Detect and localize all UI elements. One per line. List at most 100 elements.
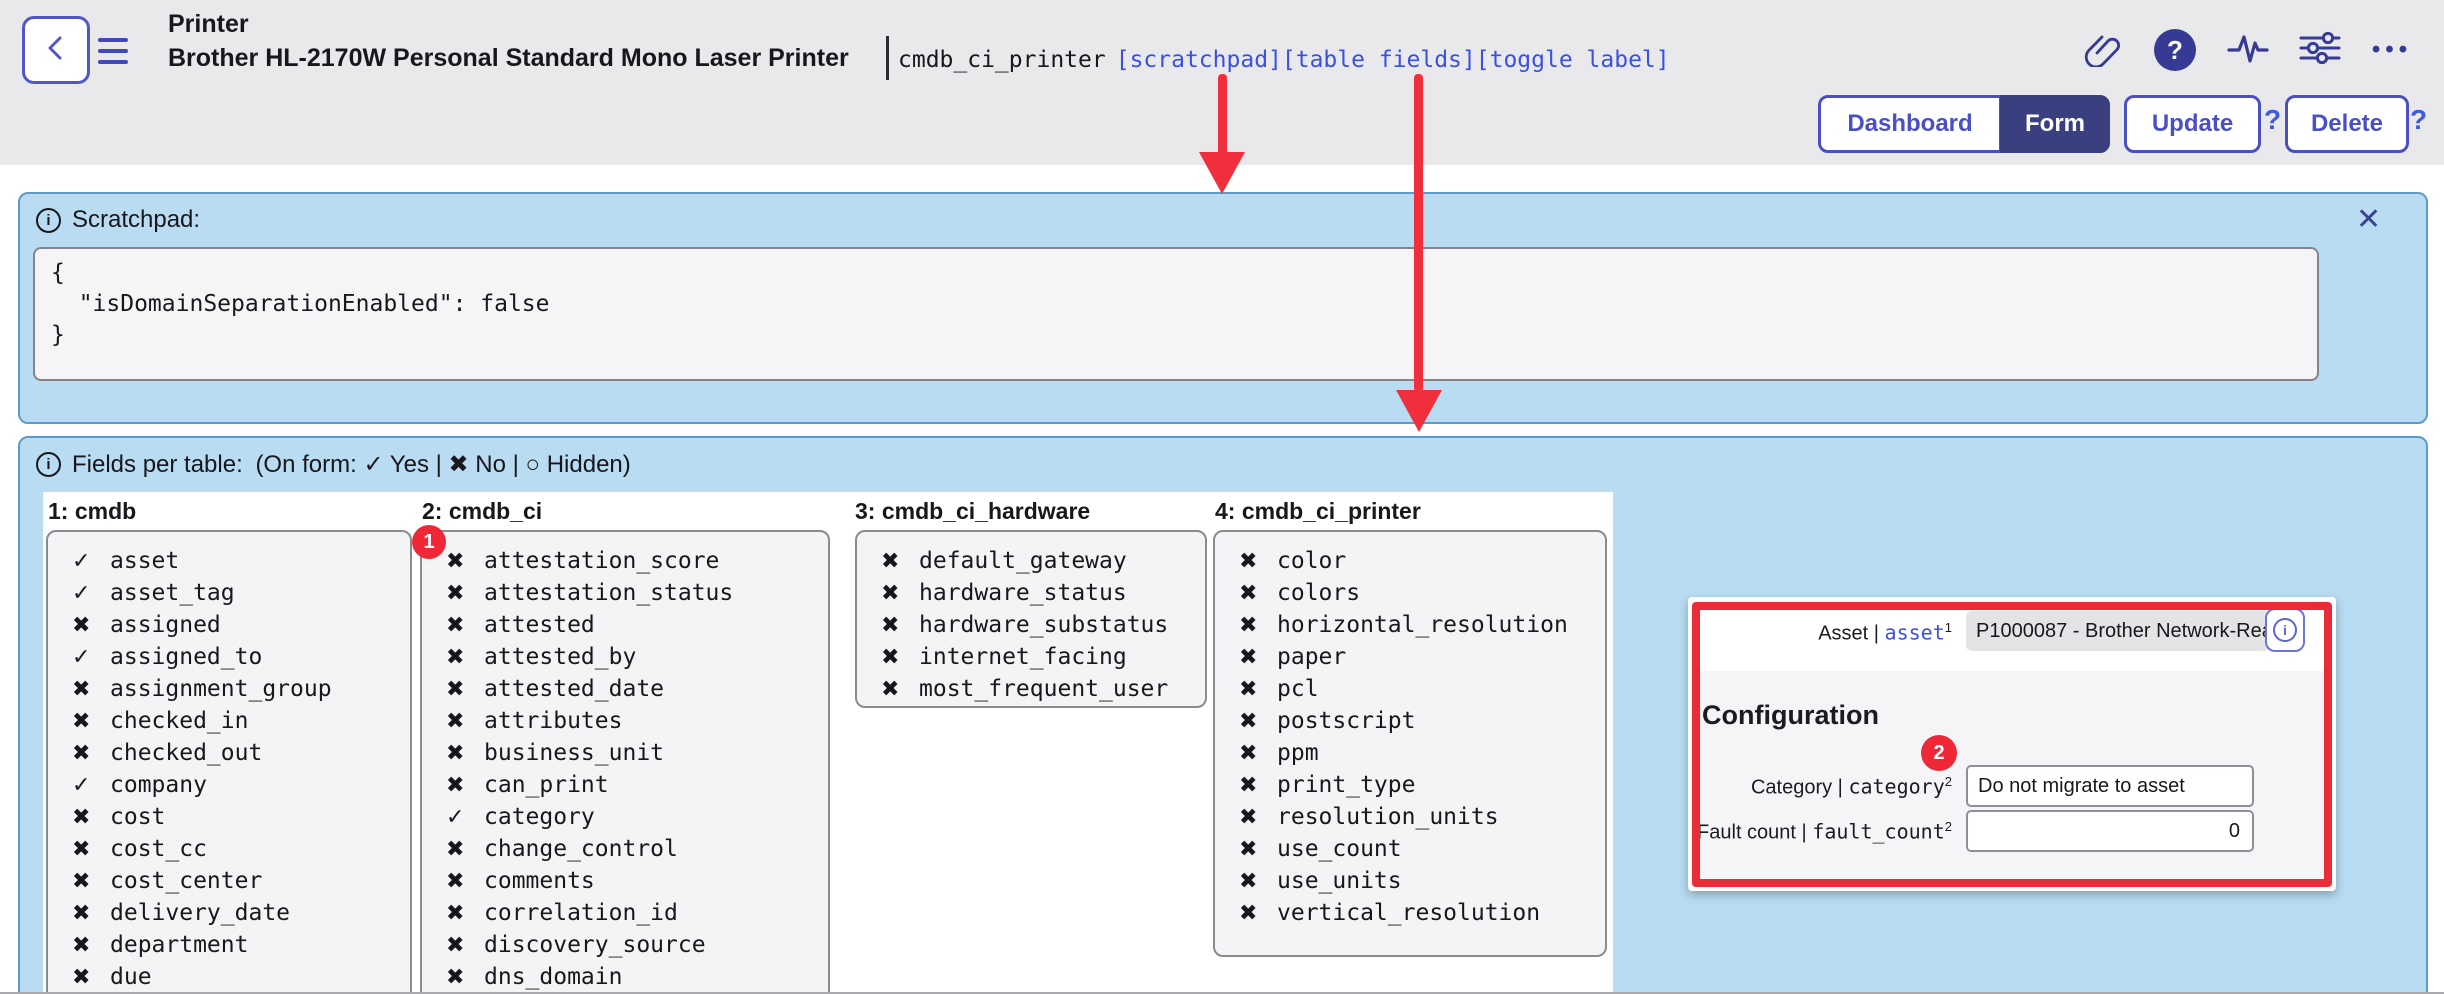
- on-form-no-icon: ✖: [446, 837, 465, 862]
- delete-button[interactable]: Delete: [2285, 95, 2409, 153]
- field-row: ✓ company: [48, 769, 410, 801]
- field-name: asset: [110, 548, 180, 574]
- asset-info-button[interactable]: i: [2265, 608, 2305, 652]
- field-name: use_units: [1277, 868, 1402, 894]
- dashboard-tab-button[interactable]: Dashboard: [1818, 95, 2002, 153]
- field-row: ✖comments: [422, 865, 828, 897]
- on-form-no-icon: ✖: [1239, 901, 1258, 926]
- field-name: attested_date: [484, 676, 665, 702]
- on-form-no-icon: ✖: [446, 741, 465, 766]
- field-row: ✖internet_facing: [857, 641, 1205, 673]
- ellipsis-icon: •••: [2371, 36, 2413, 63]
- on-form-no-icon: ✖: [72, 933, 91, 958]
- field-row: ✖change_control: [422, 833, 828, 865]
- field-name: horizontal_resolution: [1277, 612, 1568, 638]
- field-row: ✖ business_unit: [422, 737, 828, 769]
- field-row: ✖use_units: [1215, 865, 1605, 897]
- fields-panel-title: Fields per table:: [72, 451, 243, 478]
- update-help-link[interactable]: ?: [2264, 104, 2282, 135]
- more-button[interactable]: •••: [2370, 28, 2414, 72]
- scratchpad-code-box[interactable]: { "isDomainSeparationEnabled": false }: [33, 247, 2319, 381]
- field-row: ✖assigned: [48, 609, 410, 641]
- on-form-no-icon: ✖: [72, 741, 91, 766]
- on-form-no-icon: ✖: [446, 581, 465, 606]
- info-icon: i: [36, 452, 61, 477]
- attachment-button[interactable]: [2081, 28, 2125, 72]
- field-name: comments: [484, 868, 595, 894]
- field-row: ✓category: [422, 801, 828, 833]
- field-row: ✓assigned_to: [48, 641, 410, 673]
- field-name: company: [110, 772, 207, 798]
- field-row: ✖postscript: [1215, 705, 1605, 737]
- field-name: asset_tag: [110, 580, 235, 606]
- table-name-row: cmdb_ci_printer [scratchpad][table fields…: [898, 47, 1670, 73]
- field-name: assigned: [110, 612, 221, 638]
- field-name: business_unit: [484, 740, 665, 766]
- field-name: attested: [484, 612, 595, 638]
- back-button[interactable]: [22, 16, 90, 84]
- on-form-no-icon: ✖: [1239, 549, 1258, 574]
- field-list-cmdb_ci_printer: ✖color✖colors✖horizontal_resolution✖pape…: [1213, 530, 1607, 957]
- on-form-no-icon: ✖: [881, 613, 900, 638]
- field-name: hardware_substatus: [919, 612, 1169, 638]
- field-row: ✖ horizontal_resolution: [1215, 609, 1605, 641]
- category-field-label: Category | category2: [1750, 774, 1952, 799]
- field-row: ✖paper: [1215, 641, 1605, 673]
- field-name: attestation_status: [484, 580, 734, 606]
- on-form-no-icon: ✖: [881, 677, 900, 702]
- on-form-no-icon: ✖: [446, 549, 465, 574]
- field-row: ✖delivery_date: [48, 897, 410, 929]
- on-form-no-icon: ✖: [72, 677, 91, 702]
- field-row: ✖color: [1215, 545, 1605, 577]
- header-link-scratchpad[interactable]: [scratchpad]: [1115, 47, 1282, 73]
- update-button[interactable]: Update: [2124, 95, 2261, 153]
- field-name: correlation_id: [484, 900, 678, 926]
- field-row: ✖attestation_score: [422, 545, 828, 577]
- field-row: ✖correlation_id: [422, 897, 828, 929]
- field-name: default_gateway: [919, 548, 1127, 574]
- field-row: ✓asset_tag: [48, 577, 410, 609]
- hamburger-menu-icon[interactable]: [98, 38, 130, 66]
- settings-sliders-button[interactable]: [2298, 28, 2342, 72]
- field-row: ✖print_type: [1215, 769, 1605, 801]
- activity-button[interactable]: [2226, 28, 2270, 72]
- field-row: ✖pcl: [1215, 673, 1605, 705]
- field-name: delivery_date: [110, 900, 291, 926]
- on-form-no-icon: ✖: [72, 869, 91, 894]
- field-name: cost_center: [110, 868, 263, 894]
- form-tab-button[interactable]: Form: [2000, 95, 2110, 153]
- on-form-yes-icon: ✓: [72, 773, 91, 798]
- field-row: ✖hardware_status: [857, 577, 1205, 609]
- info-icon: i: [2273, 618, 2297, 642]
- on-form-no-icon: ✖: [1239, 581, 1258, 606]
- on-form-no-icon: ✖: [1239, 741, 1258, 766]
- header-link-toggle-label[interactable]: [toggle label]: [1475, 47, 1670, 73]
- field-row: ✖attested: [422, 609, 828, 641]
- on-form-no-icon: ✖: [1239, 645, 1258, 670]
- window-bottom-edge: [0, 992, 2444, 994]
- asset-field-label: Asset | asset1: [1818, 620, 1952, 645]
- on-form-no-icon: ✖: [881, 581, 900, 606]
- on-form-no-icon: ✖: [1239, 613, 1258, 638]
- field-row: ✖ vertical_resolution: [1215, 897, 1605, 929]
- field-row: ✖resolution_units: [1215, 801, 1605, 833]
- record-type-title: Printer: [168, 10, 249, 38]
- field-name: use_count: [1277, 836, 1402, 862]
- fault-count-input[interactable]: 0: [1966, 810, 2254, 852]
- help-button[interactable]: ?: [2153, 28, 2197, 72]
- field-name: vertical_resolution: [1277, 900, 1541, 926]
- field-row: ✖ hardware_substatus: [857, 609, 1205, 641]
- category-input[interactable]: Do not migrate to asset: [1966, 765, 2254, 807]
- header-link-table-fields[interactable]: [table fields]: [1281, 47, 1476, 73]
- field-name: can_print: [484, 772, 609, 798]
- asset-value-field[interactable]: P1000087 - Brother Network-Read: [1966, 611, 2270, 651]
- field-name: attributes: [484, 708, 623, 734]
- on-form-no-icon: ✖: [881, 549, 900, 574]
- on-form-no-icon: ✖: [881, 645, 900, 670]
- delete-help-link[interactable]: ?: [2410, 104, 2428, 135]
- table-name: cmdb_ci_printer: [898, 47, 1106, 73]
- field-name: category: [484, 804, 595, 830]
- record-name-title: Brother HL-2170W Personal Standard Mono …: [168, 44, 849, 72]
- close-icon[interactable]: ✕: [2356, 203, 2382, 236]
- asset-field-link[interactable]: asset: [1884, 620, 1945, 645]
